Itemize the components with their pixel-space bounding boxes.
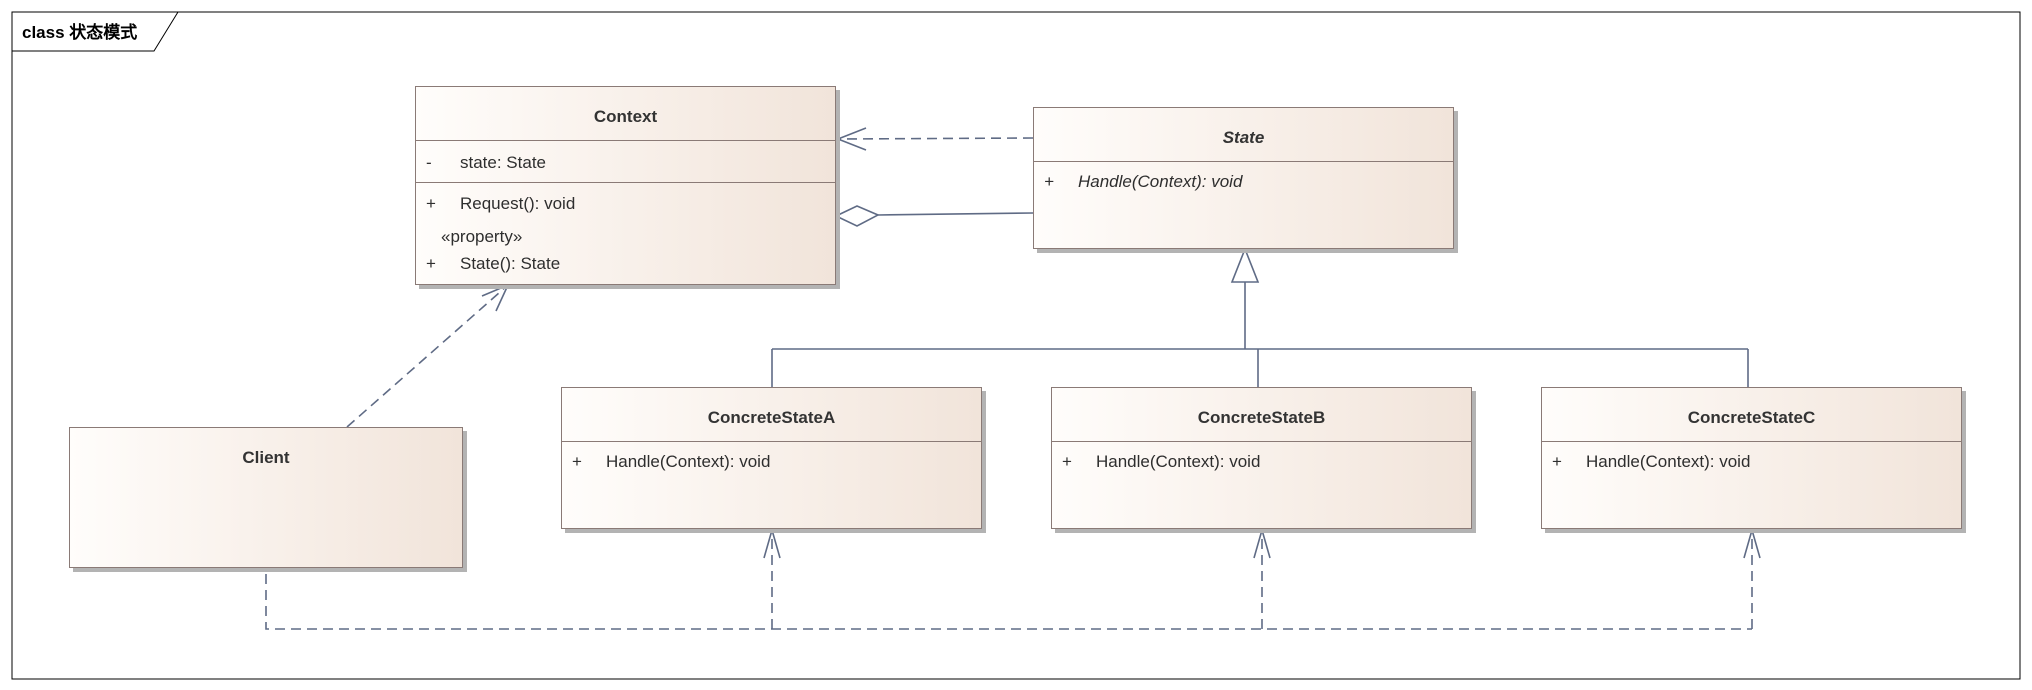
attribute-state: - state: State	[426, 153, 546, 173]
arrowhead-concrete-c	[1743, 527, 1761, 559]
class-name: Client	[242, 448, 290, 467]
visibility-marker: +	[1062, 452, 1072, 471]
frame-title-tab	[12, 11, 179, 52]
dependency-client-to-context	[346, 283, 510, 428]
generalization-tree	[771, 246, 1749, 387]
compartment-divider	[416, 182, 835, 183]
class-concrete-state-b[interactable]: ConcreteStateB + Handle(Context): void	[1051, 387, 1472, 529]
member-text: Handle(Context): void	[1078, 172, 1243, 191]
aggregation-diamond	[834, 205, 880, 227]
class-name: State	[1222, 128, 1265, 147]
compartment-divider	[416, 140, 835, 141]
property-state: + State(): State	[426, 254, 560, 274]
visibility-marker: +	[1552, 452, 1562, 471]
class-name: ConcreteStateC	[1687, 408, 1816, 427]
aggregation-context-state	[834, 205, 1034, 227]
class-state[interactable]: State + Handle(Context): void	[1033, 107, 1454, 249]
compartment-divider	[1034, 161, 1453, 162]
member-text: Handle(Context): void	[1586, 452, 1751, 471]
visibility-marker: +	[1044, 172, 1054, 191]
compartment-divider	[1542, 441, 1961, 442]
arrowhead-concrete-a	[763, 527, 781, 559]
diagram-frame	[11, 11, 2021, 680]
class-name: ConcreteStateA	[707, 408, 836, 427]
member-text: State(): State	[460, 254, 561, 273]
arrowhead-concrete-b	[1253, 527, 1271, 559]
frame-title: class 状态模式	[22, 23, 138, 42]
operation-handle: + Handle(Context): void	[572, 452, 770, 472]
operation-handle: + Handle(Context): void	[1062, 452, 1260, 472]
class-client[interactable]: Client	[69, 427, 463, 568]
member-text: state: State	[460, 153, 546, 172]
compartment-divider	[562, 441, 981, 442]
operation-handle: + Handle(Context): void	[1552, 452, 1750, 472]
visibility-marker: -	[426, 153, 432, 172]
compartment-divider	[1052, 441, 1471, 442]
operation-request: + Request(): void	[426, 194, 575, 214]
member-text: Handle(Context): void	[606, 452, 771, 471]
class-concrete-state-a[interactable]: ConcreteStateA + Handle(Context): void	[561, 387, 982, 529]
class-name: Context	[593, 107, 658, 126]
class-context[interactable]: Context - state: State + Request(): void «…	[415, 86, 836, 285]
dependency-state-to-context	[835, 127, 1034, 151]
operation-handle: + Handle(Context): void	[1044, 172, 1242, 192]
member-text: Request(): void	[460, 194, 576, 213]
visibility-marker: +	[572, 452, 582, 471]
class-concrete-state-c[interactable]: ConcreteStateC + Handle(Context): void	[1541, 387, 1962, 529]
dependency-client-to-concretes	[265, 527, 1761, 630]
member-text: Handle(Context): void	[1096, 452, 1261, 471]
stereotype-property: «property»	[441, 227, 523, 246]
visibility-marker: +	[426, 194, 436, 213]
visibility-marker: +	[426, 254, 436, 273]
generalization-triangle	[1230, 246, 1260, 283]
class-name: ConcreteStateB	[1197, 408, 1326, 427]
